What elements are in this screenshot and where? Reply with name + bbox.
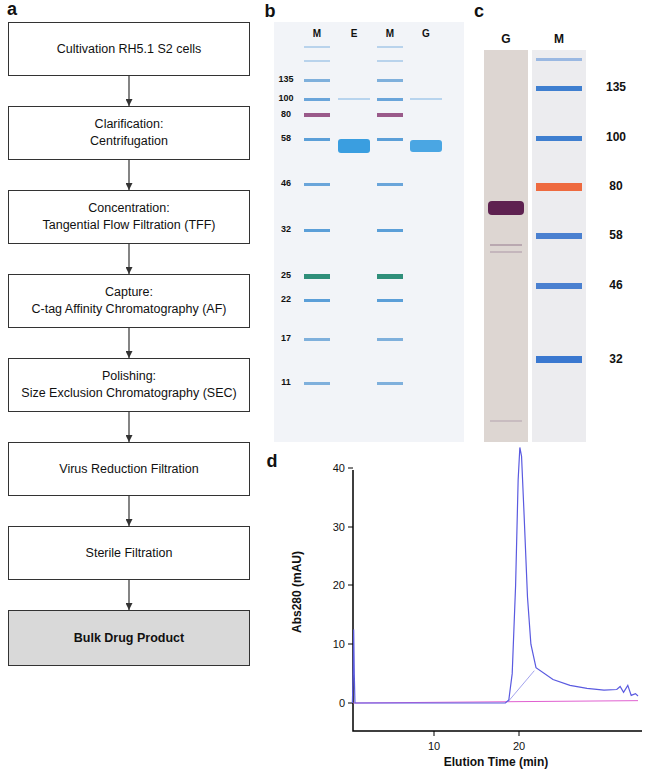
axis-tick — [348, 468, 519, 736]
marker-size: 22 — [281, 295, 291, 305]
output-box: Bulk Drug Product — [8, 610, 250, 666]
tick-label: 0 — [339, 697, 345, 709]
step-text: Centrifugation — [90, 133, 168, 150]
lane-label: G — [501, 33, 510, 46]
marker-lane — [377, 46, 403, 385]
tick-label: 20 — [513, 740, 525, 752]
marker-size: 80 — [281, 110, 291, 120]
marker-size: 46 — [609, 279, 622, 292]
marker-size: 11 — [281, 378, 291, 388]
marker-size: 32 — [281, 225, 291, 235]
process-box: Virus Reduction Filtration — [8, 442, 250, 496]
step-text: Cultivation RH5.1 S2 cells — [57, 41, 202, 58]
process-box: Concentration:Tangential Flow Filtration… — [8, 190, 250, 244]
western-strip — [484, 50, 528, 442]
lane-label: G — [422, 28, 430, 39]
process-box: Capture:C-tag Affinity Chromatography (A… — [8, 274, 250, 328]
sample-band — [338, 98, 442, 153]
process-box: Cultivation RH5.1 S2 cells — [8, 22, 250, 76]
lane-label: E — [351, 28, 358, 39]
marker-size: 58 — [609, 229, 622, 242]
step-text: Virus Reduction Filtration — [59, 461, 198, 478]
marker-size: 17 — [281, 334, 291, 344]
tick-label: 40 — [333, 462, 345, 474]
step-text: Capture: — [105, 284, 153, 301]
axis-title: Abs280 (mAU) — [291, 551, 304, 633]
step-text: Bulk Drug Product — [74, 630, 184, 647]
step-text: Polishing: — [102, 368, 156, 385]
flow-arrow — [128, 328, 129, 358]
lane-label: M — [554, 33, 564, 46]
panel-letter: b — [265, 2, 276, 22]
marker-lane — [304, 46, 330, 385]
lane-label: M — [386, 28, 394, 39]
panel-letter: c — [474, 2, 484, 22]
marker-size: 25 — [281, 271, 291, 281]
marker-size: 80 — [609, 180, 622, 193]
process-box: Polishing:Size Exclusion Chromatography … — [8, 358, 250, 412]
marker-size: 46 — [281, 179, 291, 189]
flow-arrow — [128, 76, 129, 106]
marker-size: 135 — [606, 81, 626, 94]
tick-label: 10 — [333, 638, 345, 650]
flow-arrow — [128, 244, 129, 274]
tick-label: 20 — [333, 579, 345, 591]
panel-letter: a — [7, 0, 17, 20]
tick-label: 10 — [428, 740, 440, 752]
chromatogram-trace — [352, 447, 638, 703]
step-text: Clarification: — [95, 116, 164, 133]
step-text: C-tag Affinity Chromatography (AF) — [32, 301, 227, 318]
western-band — [488, 201, 524, 422]
marker-band — [536, 58, 582, 363]
flow-arrow — [128, 496, 129, 526]
flow-arrow — [128, 412, 129, 442]
gel-image — [274, 22, 464, 442]
panel-letter: d — [267, 452, 278, 472]
marker-strip — [532, 50, 586, 442]
process-box: Clarification:Centrifugation — [8, 106, 250, 160]
step-text: Sterile Filtration — [86, 545, 173, 562]
tick-label: 30 — [333, 521, 345, 533]
marker-size: 100 — [606, 131, 626, 144]
step-text: Concentration: — [88, 200, 169, 217]
marker-size: 32 — [609, 353, 622, 366]
marker-size: 58 — [281, 134, 291, 144]
marker-size: 100 — [278, 94, 293, 104]
process-box: Sterile Filtration — [8, 526, 250, 580]
flow-arrow — [128, 580, 129, 610]
axis-title: Elution Time (min) — [444, 756, 548, 769]
step-text: Size Exclusion Chromatography (SEC) — [21, 385, 236, 402]
flow-arrow — [128, 160, 129, 190]
marker-size: 135 — [278, 75, 293, 85]
step-text: Tangential Flow Filtration (TFF) — [43, 217, 216, 234]
chart-axis — [353, 470, 642, 731]
lane-label: M — [313, 28, 321, 39]
